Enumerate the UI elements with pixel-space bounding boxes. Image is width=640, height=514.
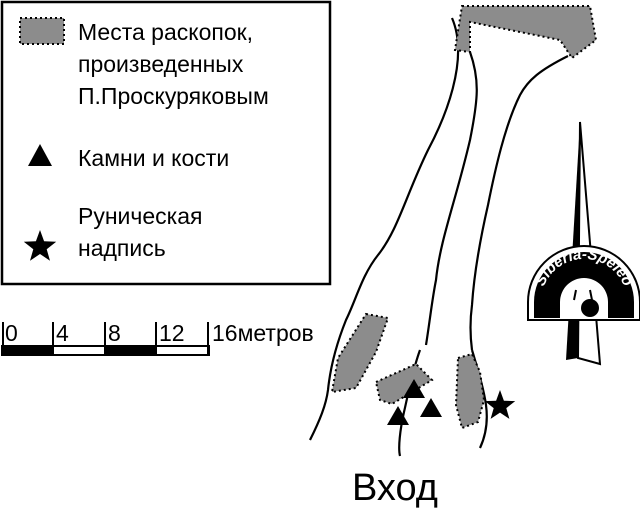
scale-tick-4: 4 bbox=[56, 320, 69, 346]
scale-bar: 0 4 8 12 16метров bbox=[1, 320, 314, 356]
excavation-areas bbox=[330, 5, 598, 430]
excavation-area-left bbox=[330, 312, 390, 394]
runic-inscription-star-icon bbox=[484, 390, 516, 419]
cave-wall-left bbox=[309, 17, 460, 441]
stone-triangle-icon bbox=[387, 406, 409, 425]
legend-excavation-line2: произведенных bbox=[78, 51, 244, 77]
scale-tick-16: 16метров bbox=[212, 320, 314, 346]
scale-tick-8: 8 bbox=[108, 320, 121, 346]
legend-triangle-icon bbox=[28, 144, 52, 166]
entrance-label: Вход bbox=[352, 467, 438, 509]
legend-box bbox=[0, 0, 332, 286]
cave-wall-right bbox=[424, 51, 478, 346]
legend-star-icon bbox=[23, 230, 57, 261]
legend-excavation-line1: Места раскопок, bbox=[78, 19, 253, 45]
siberia-speleo-logo: Siberia-Speleo bbox=[527, 245, 640, 321]
excavation-area-top bbox=[453, 5, 598, 60]
excavation-area-right bbox=[454, 352, 486, 430]
cave-wall-upper-right bbox=[469, 55, 569, 351]
legend-excavation-line3: П.Проскуряковым bbox=[78, 83, 269, 109]
stone-triangle-icon bbox=[403, 379, 425, 398]
legend-inscription-line2: надпись bbox=[78, 235, 166, 261]
scale-tick-0: 0 bbox=[5, 320, 18, 346]
north-arrow-icon bbox=[566, 121, 602, 366]
legend-stones-label: Камни и кости bbox=[78, 145, 229, 171]
scale-tick-12: 12 bbox=[159, 320, 185, 346]
legend-inscription-line1: Руническая bbox=[78, 203, 202, 229]
stone-triangle-icon bbox=[420, 398, 442, 417]
excavation-area-middle bbox=[374, 362, 434, 406]
legend-excavation-swatch bbox=[19, 17, 65, 45]
